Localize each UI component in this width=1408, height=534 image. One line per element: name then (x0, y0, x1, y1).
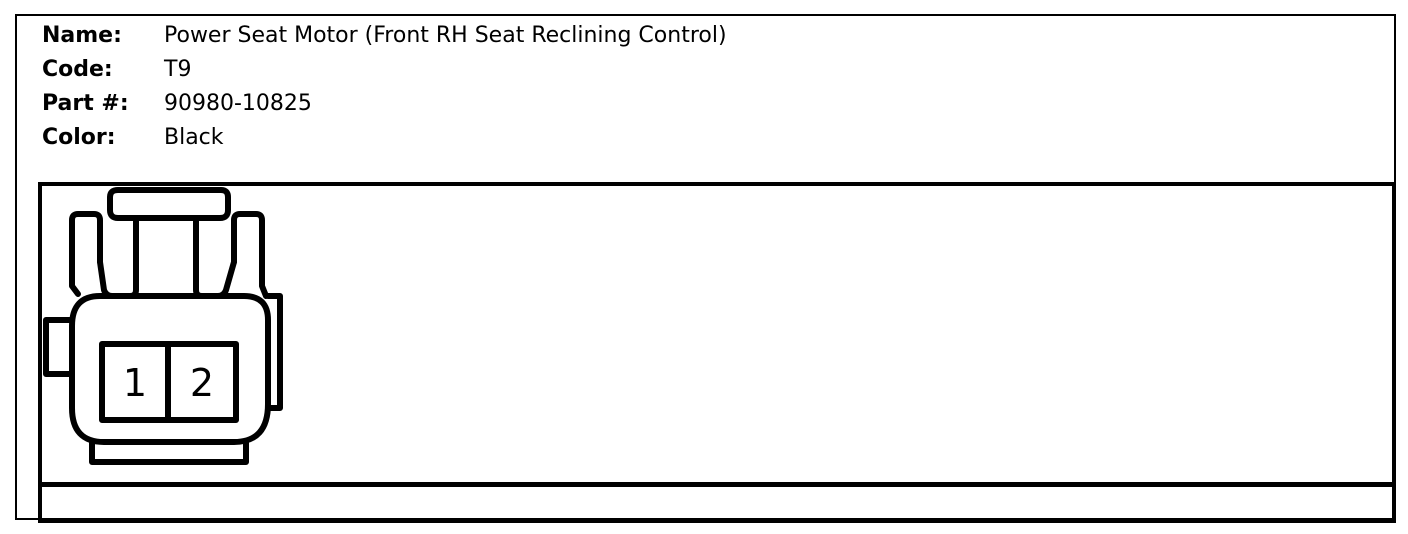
code-value: T9 (164, 57, 192, 82)
code-label: Code: (42, 57, 113, 82)
color-label: Color: (42, 125, 116, 150)
pin-number-2: 2 (190, 361, 214, 405)
connector-left-key (43, 317, 75, 377)
connector-left-outer-rail (69, 211, 103, 297)
connector-base-plate (89, 439, 249, 465)
pin-number-1: 1 (123, 361, 147, 405)
connector-left-inner-rail (97, 215, 139, 299)
connector-right-inner-rail (193, 215, 237, 299)
connector-latch (107, 187, 231, 221)
name-value: Power Seat Motor (Front RH Seat Reclinin… (164, 23, 727, 48)
part-label: Part #: (42, 91, 129, 116)
name-row: Name: Power Seat Motor (Front RH Seat Re… (42, 19, 727, 53)
connector-housing (69, 293, 271, 445)
color-row: Color: Black (42, 121, 224, 155)
color-value: Black (164, 125, 224, 150)
name-label: Name: (42, 23, 122, 48)
part-value: 90980-10825 (164, 91, 312, 116)
panel-divider (38, 482, 1396, 487)
connector-diagram-panel (38, 182, 1396, 523)
pin-cavity-2 (165, 341, 239, 423)
connector-face-diagram: 1 2 (43, 187, 283, 465)
part-row: Part #: 90980-10825 (42, 87, 312, 121)
connector-right-rib (265, 293, 283, 411)
code-row: Code: T9 (42, 53, 191, 87)
connector-right-outer-rail (231, 211, 269, 299)
